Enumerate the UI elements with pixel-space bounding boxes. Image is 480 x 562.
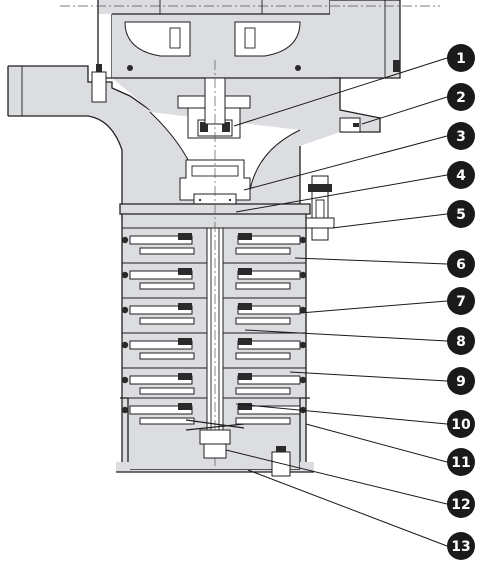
callout-2: 2 (361, 83, 475, 125)
casing-bolt-right (299, 376, 307, 384)
callout-12: 12 (225, 449, 475, 518)
callout-badge-4 (447, 161, 475, 189)
callout-10: 10 (235, 403, 475, 438)
impeller-left (139, 247, 195, 255)
stage-seal-left (178, 373, 192, 380)
callout-badge-3 (447, 122, 475, 150)
motor-housing (60, 0, 440, 79)
callout-leader-13 (247, 469, 448, 547)
stage-6 (121, 397, 307, 425)
casing-bolt-right (299, 271, 307, 279)
impeller-left (139, 317, 195, 325)
stage-seal-right (238, 268, 252, 275)
callout-label-11: 11 (451, 455, 470, 471)
stage-5 (121, 367, 307, 395)
callout-9: 9 (289, 367, 475, 395)
callout-label-12: 12 (451, 497, 470, 513)
tie-rod (303, 175, 335, 241)
casing-bolt-right (299, 341, 307, 349)
callout-leader-10 (235, 403, 448, 425)
callout-leader-12 (225, 449, 448, 505)
shaft (204, 60, 226, 470)
stage-stack (121, 227, 307, 425)
callout-label-5: 5 (456, 207, 466, 223)
impeller-right (235, 282, 291, 290)
callout-leader-1 (233, 57, 448, 127)
stage-seal-left (178, 268, 192, 275)
casing-bolt-left (121, 406, 129, 414)
stage-seal-right (238, 233, 252, 240)
callout-label-8: 8 (456, 334, 466, 350)
impeller-right (235, 247, 291, 255)
impeller-right (235, 317, 291, 325)
callout-label-10: 10 (451, 417, 471, 433)
stage-seal-right (238, 303, 252, 310)
callout-leader-4 (235, 174, 448, 213)
callout-7: 7 (299, 287, 475, 315)
callout-badge-10 (447, 410, 475, 438)
callout-badge-1 (447, 44, 475, 72)
callout-badge-13 (447, 532, 475, 560)
callout-leader-11 (305, 423, 448, 463)
callout-badge-9 (447, 367, 475, 395)
callout-leader-6 (294, 257, 448, 265)
stage-seal-left (178, 303, 192, 310)
impeller-left (139, 387, 195, 395)
callout-label-3: 3 (456, 129, 466, 145)
stage-1 (121, 227, 307, 255)
callout-label-9: 9 (456, 374, 466, 390)
casing-bolt-left (121, 376, 129, 384)
casing-bolt-right (299, 306, 307, 314)
callout-badge-7 (447, 287, 475, 315)
callout-label-1: 1 (456, 51, 466, 67)
callout-badge-2 (447, 83, 475, 111)
callout-3: 3 (243, 122, 475, 191)
callout-8: 8 (244, 327, 475, 355)
callout-label-7: 7 (456, 294, 466, 310)
callout-badge-5 (447, 200, 475, 228)
impeller-right (235, 417, 291, 425)
stage-seal-right (238, 403, 252, 410)
callout-leader-5 (331, 213, 448, 229)
callout-label-4: 4 (456, 168, 466, 184)
callout-leader-2 (361, 96, 448, 125)
callout-1: 1 (233, 44, 475, 127)
impeller-right (235, 387, 291, 395)
callout-4: 4 (235, 161, 475, 213)
casing-bolt-left (121, 236, 129, 244)
callout-badge-8 (447, 327, 475, 355)
callout-5: 5 (331, 200, 475, 229)
callout-6: 6 (294, 250, 475, 278)
callout-leader-9 (289, 371, 448, 382)
impeller-left (139, 282, 195, 290)
callout-11: 11 (305, 423, 475, 476)
stage-seal-left (178, 403, 192, 410)
callout-label-13: 13 (451, 539, 470, 555)
callout-badge-6 (447, 250, 475, 278)
impeller-right (235, 352, 291, 360)
callout-13: 13 (247, 469, 475, 560)
shaft-nut (185, 419, 245, 459)
callout-label-2: 2 (456, 90, 466, 106)
stage-seal-left (178, 233, 192, 240)
stage-seal-right (238, 338, 252, 345)
callout-label-6: 6 (456, 257, 466, 273)
casing-bolt-right (299, 236, 307, 244)
casing-bolt-left (121, 271, 129, 279)
callout-badge-12 (447, 490, 475, 518)
callout-leader-8 (244, 329, 448, 342)
callout-leader-7 (299, 300, 448, 314)
impeller-left (139, 352, 195, 360)
base (116, 446, 314, 477)
casing-bolt-left (121, 306, 129, 314)
callout-leader-3 (243, 135, 448, 191)
callout-badge-11 (447, 448, 475, 476)
stage-seal-left (178, 338, 192, 345)
casing-bolt-left (121, 341, 129, 349)
impeller-left (139, 417, 195, 425)
stage-seal-right (238, 373, 252, 380)
